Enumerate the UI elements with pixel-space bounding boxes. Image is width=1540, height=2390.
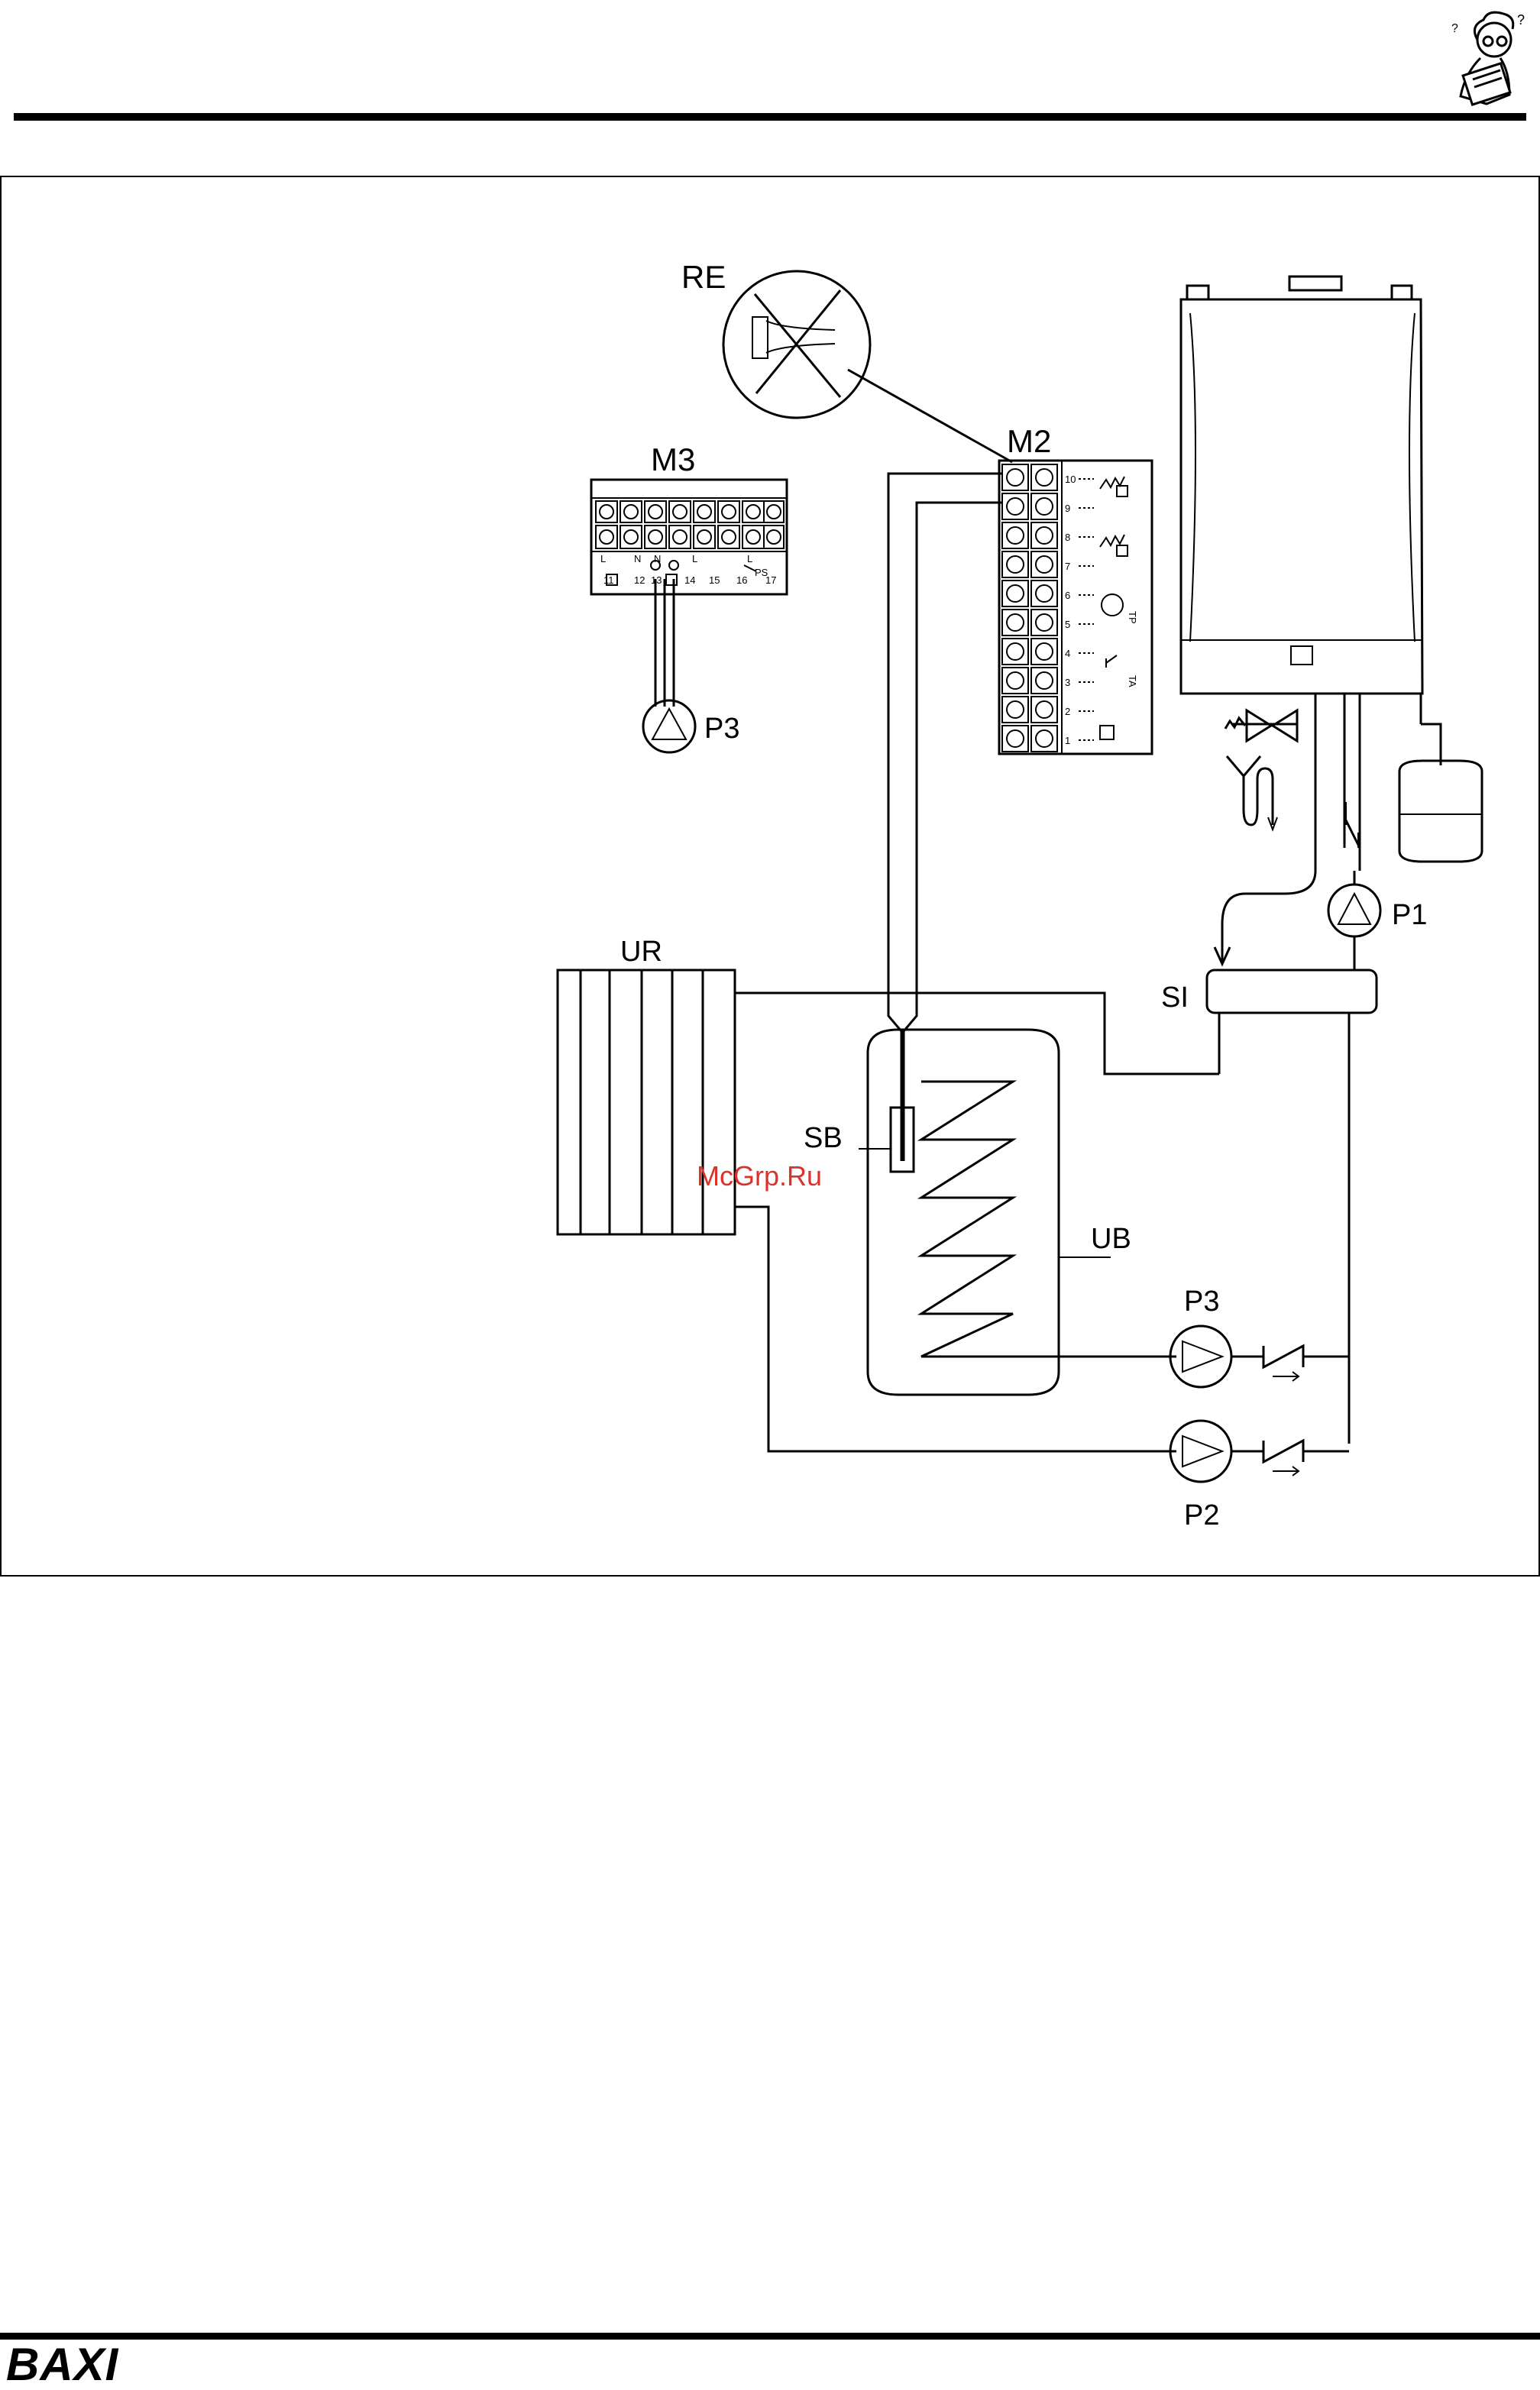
- hydraulic-separator: [1207, 970, 1377, 1444]
- m2-terminal-number: 3: [1065, 677, 1070, 688]
- m2-terminal-screw: [1036, 556, 1053, 573]
- m2-terminal-screw: [1007, 585, 1024, 602]
- m3-terminal-number: 11: [603, 574, 614, 586]
- m2-terminal-screw: [1007, 643, 1024, 660]
- m2-terminal-number: 6: [1065, 590, 1070, 601]
- m3-terminal-number: 16: [736, 574, 747, 586]
- ta-switch-icon: [1106, 655, 1117, 668]
- label-p1: P1: [1392, 899, 1427, 931]
- label-ur: UR: [620, 936, 662, 968]
- m2-terminal-screw: [1007, 614, 1024, 631]
- m2-terminal-screw: [1007, 672, 1024, 689]
- m3-terminal-block: [591, 480, 787, 707]
- label-sb: SB: [804, 1122, 843, 1154]
- pump-p1-icon: [1328, 802, 1380, 970]
- m3-ps-label: PS: [755, 567, 768, 578]
- m3-marker: N: [654, 553, 661, 564]
- m2-tag-label: TP: [1127, 611, 1138, 624]
- m2-terminal-number: 9: [1065, 503, 1070, 514]
- m2-terminal-screw: [1036, 585, 1053, 602]
- brand-logo: BAXI: [6, 2342, 118, 2388]
- m2-tag-label: TA: [1127, 675, 1138, 687]
- m2-terminal-number: 5: [1065, 619, 1070, 630]
- m2-terminal-screw: [1036, 672, 1053, 689]
- boiler-unit: [1181, 277, 1422, 871]
- m2-terminal-number: 1: [1065, 735, 1070, 746]
- m3-terminal-number: 14: [684, 574, 695, 586]
- m2-terminal-screw: [1007, 730, 1024, 747]
- m2-terminal-number: 4: [1065, 648, 1070, 659]
- sensor-lead: [888, 474, 1003, 1172]
- m2-terminal-screw: [1007, 556, 1024, 573]
- hot-water-cylinder: [859, 1030, 1176, 1395]
- label-re: RE: [681, 259, 726, 295]
- label-p3: P3: [1184, 1286, 1219, 1318]
- m2-terminal-screw: [1036, 498, 1053, 515]
- m2-terminal-screw: [1036, 614, 1053, 631]
- safety-valve-icon: [1225, 710, 1297, 830]
- m2-terminal-number: 8: [1065, 532, 1070, 543]
- m2-terminal-screw: [1036, 730, 1053, 747]
- m3-terminal-number: 13: [651, 574, 662, 586]
- m2-terminal-screw: [1036, 469, 1053, 486]
- label-si: SI: [1161, 982, 1189, 1014]
- m3-terminal-number: 15: [709, 574, 720, 586]
- m2-terminal-number: 10: [1065, 474, 1076, 485]
- m2-terminal-screw: [1007, 498, 1024, 515]
- m2-terminal-screw: [1036, 527, 1053, 544]
- m2-terminal-screw: [1036, 643, 1053, 660]
- pump-p3-wired-icon: [643, 700, 695, 752]
- m2-terminal-number: 7: [1065, 561, 1070, 572]
- label-p3-top: P3: [704, 713, 739, 745]
- m3-marker: N: [634, 553, 641, 564]
- m3-terminal-number: 12: [634, 574, 645, 586]
- label-m3: M3: [651, 441, 695, 477]
- m2-terminal-block: 10 9 8 7 6 5 4 3 2 1 TP TA: [999, 461, 1152, 754]
- m3-marker: L: [692, 553, 697, 564]
- outdoor-sensor-icon: [1100, 477, 1124, 489]
- m3-marker: L: [600, 553, 606, 564]
- watermark-text: McGrp.Ru: [697, 1160, 822, 1192]
- m2-terminal-screw: [1007, 527, 1024, 544]
- m3-marker: L: [747, 553, 752, 564]
- label-ub: UB: [1091, 1223, 1131, 1255]
- m2-terminal-screw: [1007, 469, 1024, 486]
- pump-p3-icon: [1170, 1326, 1349, 1387]
- remote-control-crossed-icon: [723, 271, 1012, 462]
- m2-terminal-number: 2: [1065, 706, 1070, 717]
- label-m2: M2: [1007, 423, 1051, 459]
- radiator-unit: [558, 970, 749, 1234]
- m2-terminal-screw: [1007, 701, 1024, 718]
- m2-terminal-screw: [1036, 701, 1053, 718]
- expansion-vessel-icon: [1399, 724, 1482, 862]
- label-p2: P2: [1184, 1499, 1219, 1531]
- tp-thermostat-icon: [1102, 594, 1123, 616]
- footer-rule: [0, 2333, 1540, 2340]
- pump-p2-icon: [1170, 1421, 1349, 1482]
